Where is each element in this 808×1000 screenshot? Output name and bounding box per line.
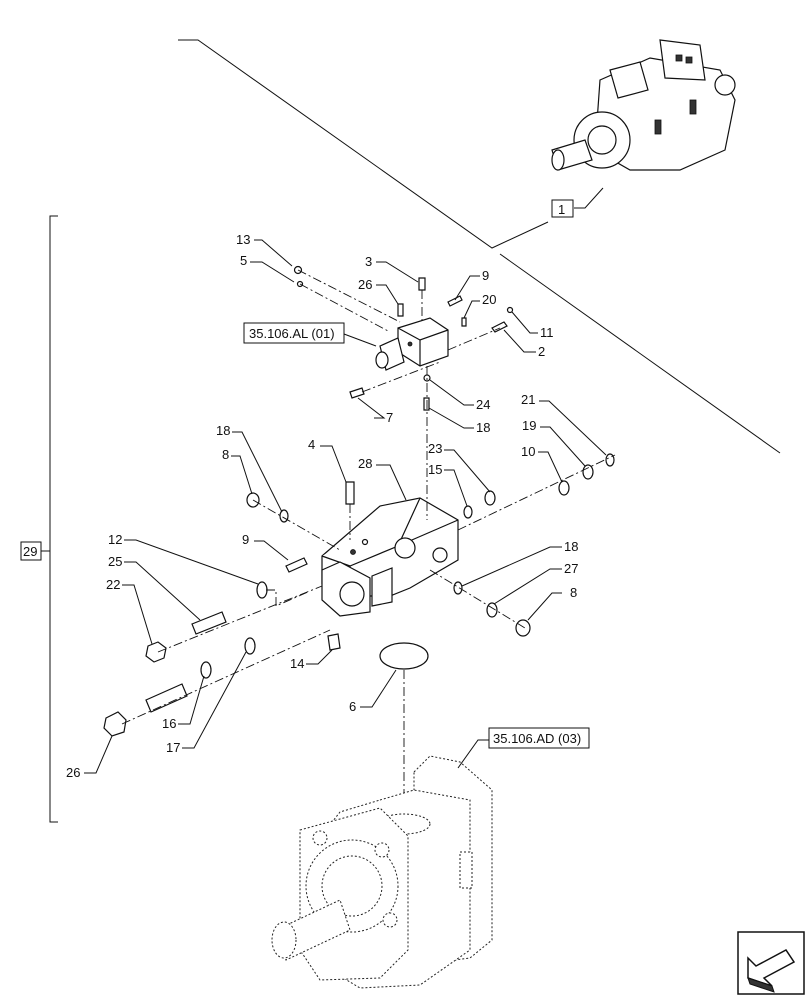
callout-25: 25 — [108, 554, 122, 569]
pin-26-top — [397, 303, 404, 317]
group-bracket — [49, 215, 58, 823]
control-valve-top — [375, 317, 449, 371]
stud-26 — [145, 683, 188, 713]
callout-21: 21 — [521, 392, 535, 407]
assembly-axis — [266, 589, 309, 607]
callout-7: 7 — [386, 410, 393, 425]
callout-27: 27 — [564, 561, 578, 576]
callout-5: 5 — [240, 253, 247, 268]
screw-3 — [418, 277, 426, 291]
navigate-arrow-icon[interactable] — [737, 931, 805, 995]
seal-21 — [605, 453, 615, 467]
callout-3: 3 — [365, 254, 372, 269]
callout-11: 11 — [540, 325, 554, 340]
callout-9-block: 9 — [242, 532, 249, 547]
control-block-28 — [321, 497, 459, 617]
seal-10 — [558, 480, 570, 496]
plug-14 — [327, 633, 341, 651]
callout-17: 17 — [166, 740, 180, 755]
assembly-axis — [447, 327, 501, 351]
callout-4: 4 — [308, 437, 315, 452]
callout-15: 15 — [428, 462, 442, 477]
callout-18-top: 18 — [476, 420, 490, 435]
callout-26-bottom: 26 — [66, 765, 80, 780]
callout-29: 29 — [23, 544, 37, 559]
leader-line — [343, 333, 377, 347]
assembly-axis — [299, 283, 391, 333]
callout-19: 19 — [522, 418, 536, 433]
callout-20: 20 — [482, 292, 496, 307]
callout-13: 13 — [236, 232, 250, 247]
callout-8-right: 8 — [570, 585, 577, 600]
screw-4 — [345, 481, 355, 505]
pump-assembly-full — [551, 39, 736, 171]
seal-17 — [244, 637, 256, 655]
leader-lines — [84, 239, 607, 774]
callout-24: 24 — [476, 397, 490, 412]
seal-18-left — [279, 509, 289, 523]
assembly-axis — [157, 585, 323, 653]
callout-2: 2 — [538, 344, 545, 359]
assembly-axis — [121, 629, 331, 725]
assembly-axis — [361, 361, 441, 393]
pump-housing-ghost — [271, 755, 493, 989]
separator-line — [178, 39, 549, 249]
callout-6: 6 — [349, 699, 356, 714]
callout-26-top: 26 — [358, 277, 372, 292]
callout-box-29 — [20, 541, 42, 561]
screw-9-top — [447, 295, 463, 307]
seal-19 — [582, 464, 594, 480]
seal-12 — [256, 581, 268, 599]
seal-15 — [463, 505, 473, 519]
seal-11 — [506, 306, 514, 314]
reference-box-al — [243, 322, 345, 344]
seal-16 — [200, 661, 212, 679]
callout-1: 1 — [558, 202, 565, 217]
callout-22: 22 — [106, 577, 120, 592]
callout-28: 28 — [358, 456, 372, 471]
stud-25 — [191, 611, 227, 635]
leader-line — [574, 187, 604, 209]
assembly-axis — [457, 454, 616, 531]
callout-8-left: 8 — [222, 447, 229, 462]
seal-23 — [484, 490, 496, 506]
callout-10: 10 — [521, 444, 535, 459]
callout-14: 14 — [290, 656, 304, 671]
pin-20 — [461, 317, 467, 327]
o-ring-6 — [379, 642, 429, 670]
reference-al: 35.106.AL (01) — [249, 326, 335, 341]
callout-18-left: 18 — [216, 423, 230, 438]
reference-ad: 35.106.AD (03) — [493, 731, 581, 746]
nut-26 — [103, 711, 127, 737]
assembly-axis — [429, 569, 526, 629]
callout-16: 16 — [162, 716, 176, 731]
nut-22 — [145, 641, 167, 663]
seal-18-right — [453, 581, 463, 595]
callout-12: 12 — [108, 532, 122, 547]
assembly-axis — [297, 269, 401, 323]
separator-line — [499, 253, 781, 454]
reference-box-ad — [488, 727, 590, 749]
callout-23: 23 — [428, 441, 442, 456]
pin-18-top — [423, 397, 430, 411]
callout-18-right: 18 — [564, 539, 578, 554]
leader-line — [457, 739, 489, 769]
screw-9-block — [285, 557, 308, 573]
callout-box-1 — [551, 199, 574, 218]
plug-8-right — [515, 619, 531, 637]
screw-7 — [349, 387, 365, 399]
callout-labels: 13 5 3 26 9 20 11 2 7 24 18 18 8 4 28 23… — [66, 232, 578, 780]
callout-9-top: 9 — [482, 268, 489, 283]
